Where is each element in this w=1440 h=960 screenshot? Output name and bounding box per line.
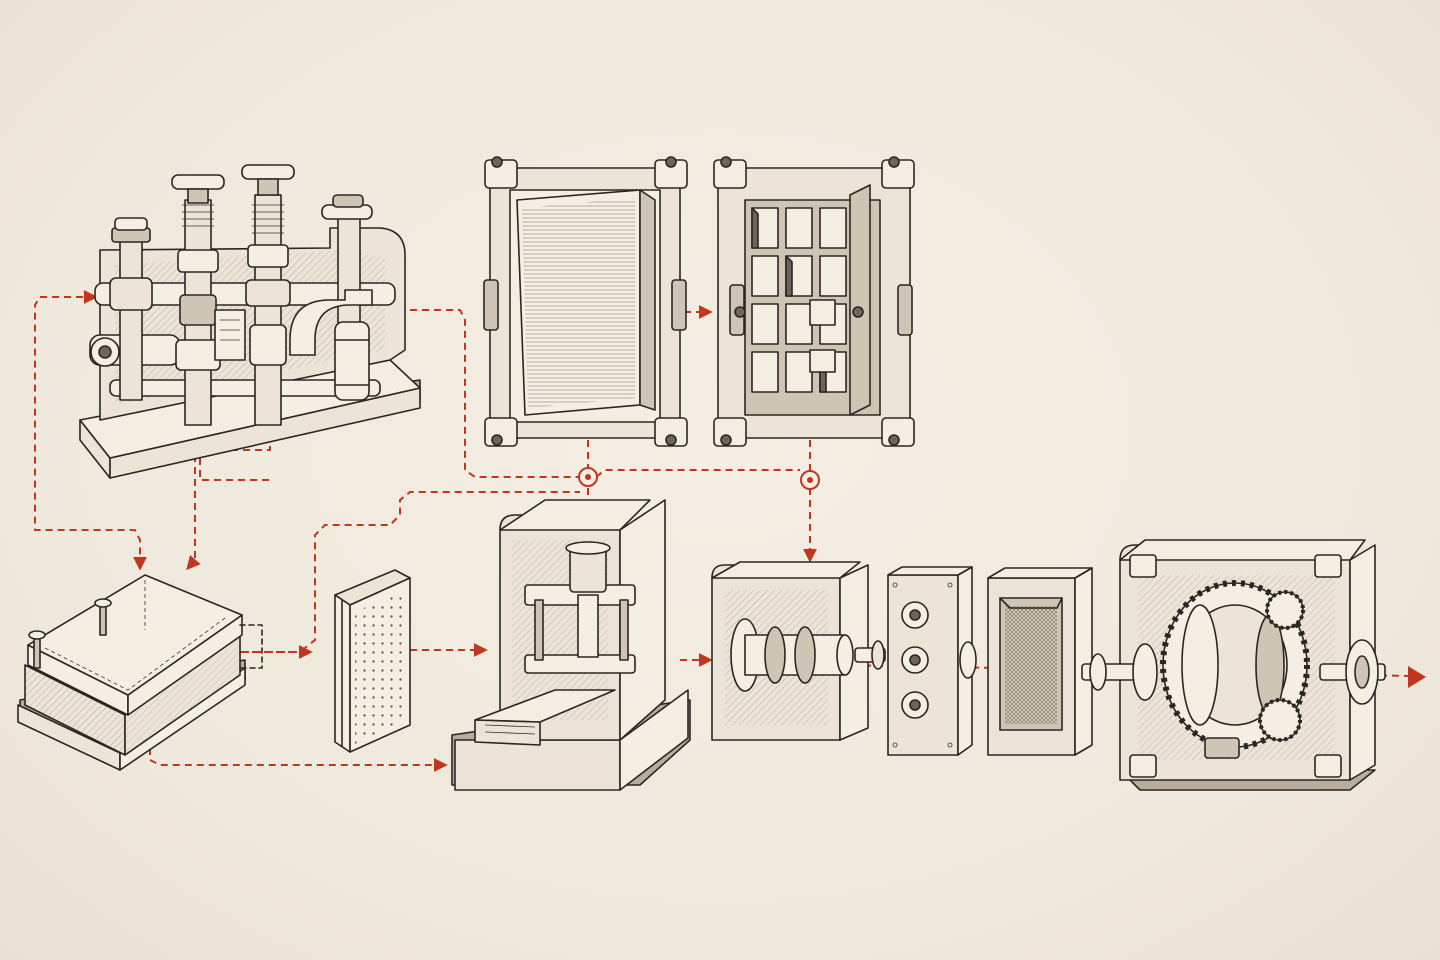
frame-grid-icon bbox=[713, 156, 915, 447]
port-panel-icon bbox=[887, 566, 977, 756]
junction-node-2 bbox=[800, 470, 820, 490]
junction-node-1 bbox=[578, 467, 598, 487]
roller-housing-icon bbox=[711, 561, 886, 741]
valve-manifold-icon bbox=[79, 164, 421, 479]
arrow-right-icon bbox=[1408, 666, 1426, 688]
mold-plates-icon bbox=[17, 574, 263, 771]
mesh-box-icon bbox=[987, 567, 1093, 756]
flow-plates-up bbox=[230, 491, 580, 653]
flow-manifold-to-junction bbox=[410, 309, 580, 478]
press-icon bbox=[451, 499, 691, 791]
perforated-plate-icon bbox=[334, 569, 411, 753]
frame-blank-icon bbox=[483, 156, 688, 447]
gear-drive-icon bbox=[1081, 539, 1386, 791]
flow-junction-link bbox=[595, 469, 800, 478]
